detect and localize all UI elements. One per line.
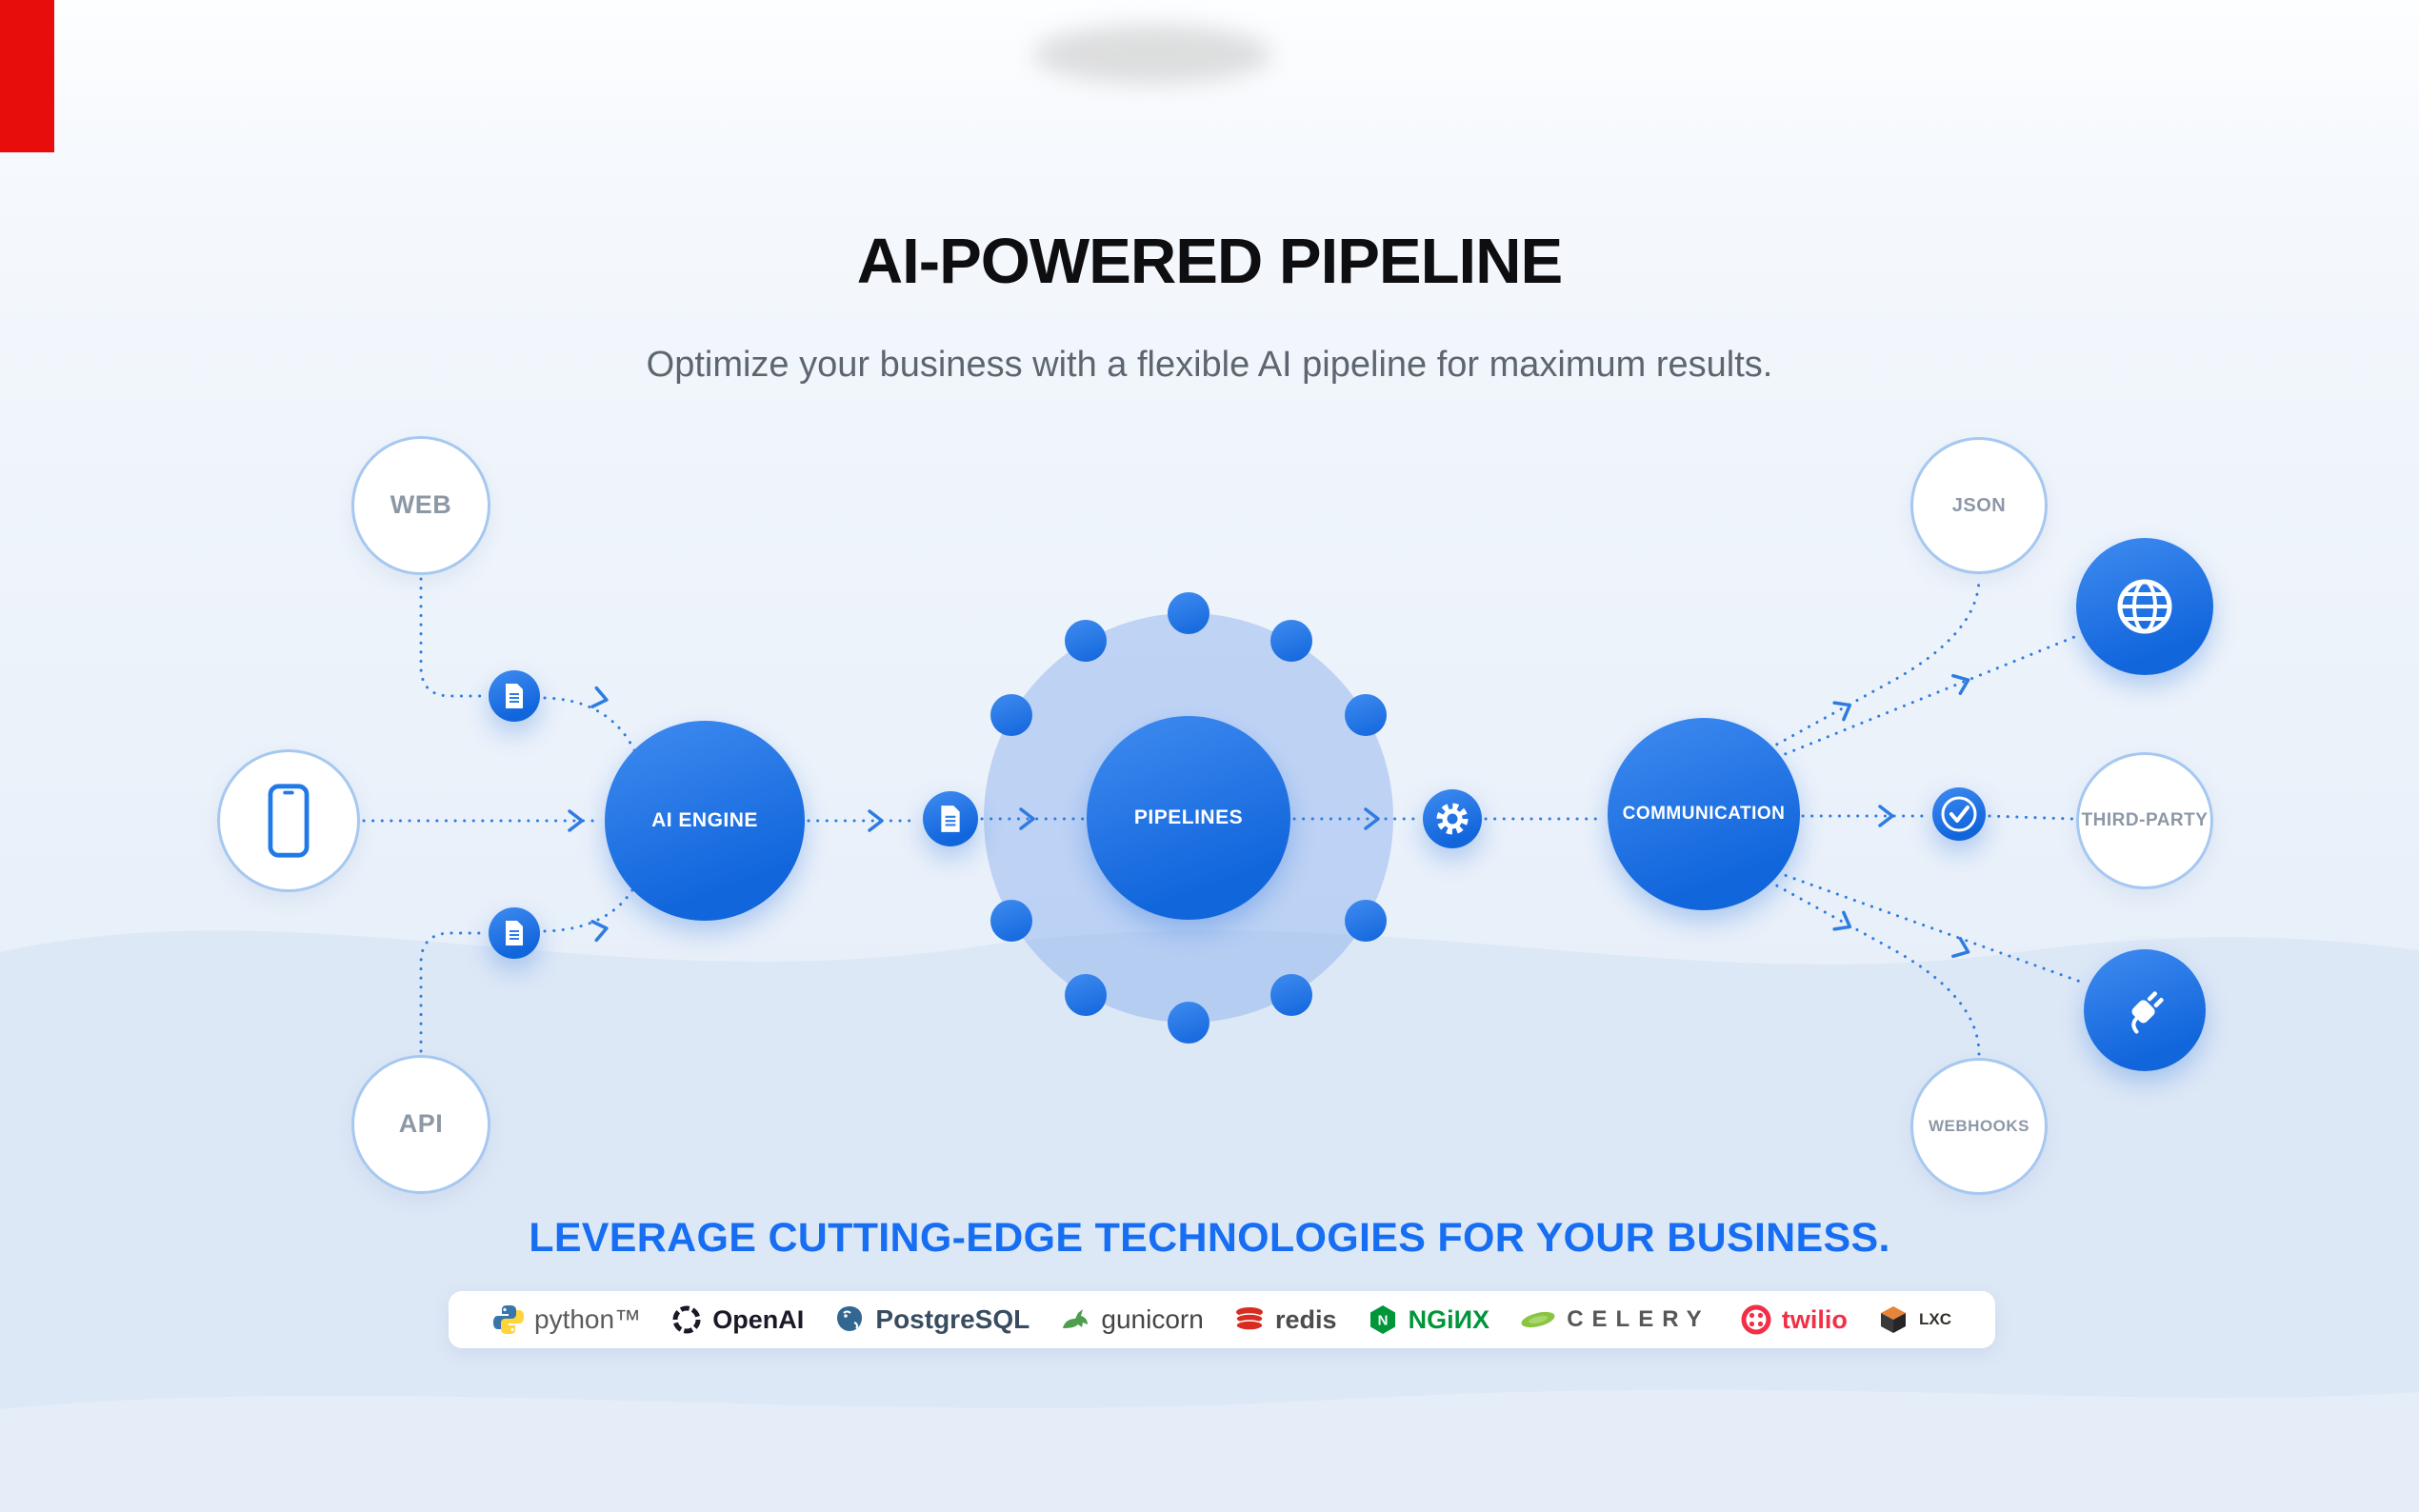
tech-twilio: twilio [1740, 1303, 1848, 1336]
gray-smudge [1033, 25, 1271, 84]
tech-openai-label: OpenAI [712, 1304, 805, 1334]
node-communication-label: COMMUNICATION [1622, 803, 1786, 824]
node-document-mid [923, 791, 978, 846]
node-ai-engine-label: AI ENGINE [651, 809, 758, 832]
arrow-chevron [1951, 936, 1970, 959]
gunicorn-logo-icon [1063, 1309, 1089, 1328]
arrow-chevron [590, 686, 609, 708]
page-subtitle: Optimize your business with a flexible A… [646, 345, 1773, 385]
node-process [1423, 789, 1482, 848]
node-document-api [489, 907, 540, 959]
tech-nginx: N NGiИX [1367, 1303, 1489, 1336]
node-validation [1932, 787, 1986, 841]
node-json-label: JSON [1951, 495, 2007, 516]
tech-python: python™ [492, 1303, 641, 1336]
tech-gunicorn: gunicorn [1059, 1303, 1204, 1336]
technologies-headline: LEVERAGE CUTTING-EDGE TECHNOLOGIES FOR Y… [529, 1215, 1890, 1261]
check-icon [1941, 796, 1977, 832]
node-third-party-label: THIRD-PARTY [2081, 809, 2209, 830]
pipeline-dot [1065, 974, 1107, 1016]
pipeline-dot [1345, 900, 1387, 942]
node-webhooks: WEBHOOKS [1910, 1058, 2048, 1195]
pipeline-dot [1168, 592, 1210, 634]
tech-nginx-label: NGiИX [1408, 1304, 1490, 1334]
pipeline-dot [1065, 620, 1107, 662]
twilio-logo-icon [1741, 1304, 1771, 1335]
arrow-chevron [1878, 805, 1894, 827]
tech-redis: redis [1233, 1303, 1337, 1336]
tech-celery: CELERY [1519, 1306, 1709, 1333]
node-web: WEB [351, 436, 490, 575]
technology-logo-bar: python™ OpenAI PostgreSQL gunicorn [449, 1291, 1995, 1348]
node-web-label: WEB [390, 490, 452, 520]
arrow-chevron [568, 809, 584, 832]
pipeline-dot [1168, 1002, 1210, 1044]
node-mobile [217, 749, 360, 892]
python-logo-icon [493, 1305, 524, 1334]
node-pipelines-label: PIPELINES [1133, 806, 1244, 829]
tech-lxc-label: LXC [1919, 1310, 1951, 1328]
svg-text:N: N [1377, 1313, 1388, 1329]
node-document-web [489, 670, 540, 722]
tech-postgresql-label: PostgreSQL [875, 1304, 1030, 1334]
pipeline-dot [1270, 620, 1312, 662]
smartphone-icon [268, 784, 310, 858]
postgresql-logo-icon [837, 1306, 863, 1331]
node-api: API [351, 1055, 490, 1194]
plug-icon [2131, 991, 2164, 1034]
node-third-party: THIRD-PARTY [2076, 752, 2213, 889]
globe-icon [2117, 579, 2172, 634]
tech-openai: OpenAI [670, 1303, 804, 1336]
tech-gunicorn-label: gunicorn [1101, 1304, 1204, 1334]
node-communication: COMMUNICATION [1608, 718, 1800, 910]
lxc-logo-icon [1881, 1306, 1906, 1333]
node-integrations [2084, 949, 2206, 1071]
gear-icon [1436, 803, 1469, 835]
tech-lxc: LXC [1877, 1303, 1951, 1336]
tech-postgresql: PostgreSQL [833, 1303, 1030, 1336]
document-icon [506, 921, 523, 945]
node-ai-engine: AI ENGINE [605, 721, 805, 921]
pipeline-dot [1270, 974, 1312, 1016]
tech-twilio-label: twilio [1781, 1304, 1848, 1334]
nginx-logo-icon: N [1369, 1305, 1395, 1334]
arrow-chevron [868, 809, 884, 832]
arrow-chevron [1832, 910, 1852, 931]
node-web-global [2076, 538, 2213, 675]
celery-logo-icon [1521, 1311, 1555, 1328]
document-icon [941, 806, 960, 832]
node-json: JSON [1910, 437, 2048, 574]
pipeline-dot [990, 900, 1032, 942]
arrow-chevron [1832, 701, 1852, 722]
red-corner-mark [0, 0, 54, 152]
tech-python-label: python™ [534, 1304, 642, 1334]
document-icon [506, 684, 523, 708]
arrow-chevron [1951, 673, 1970, 696]
openai-logo-icon [672, 1305, 701, 1334]
redis-logo-icon [1235, 1307, 1264, 1331]
node-pipelines: PIPELINES [1087, 716, 1290, 920]
tech-celery-label: CELERY [1567, 1306, 1710, 1332]
pipeline-dot [990, 694, 1032, 736]
page-title: AI-POWERED PIPELINE [856, 226, 1563, 297]
node-webhooks-label: WEBHOOKS [1929, 1116, 2029, 1135]
node-api-label: API [398, 1109, 444, 1139]
tech-redis-label: redis [1274, 1304, 1337, 1334]
arrow-chevron [590, 920, 609, 943]
pipeline-dot [1345, 694, 1387, 736]
